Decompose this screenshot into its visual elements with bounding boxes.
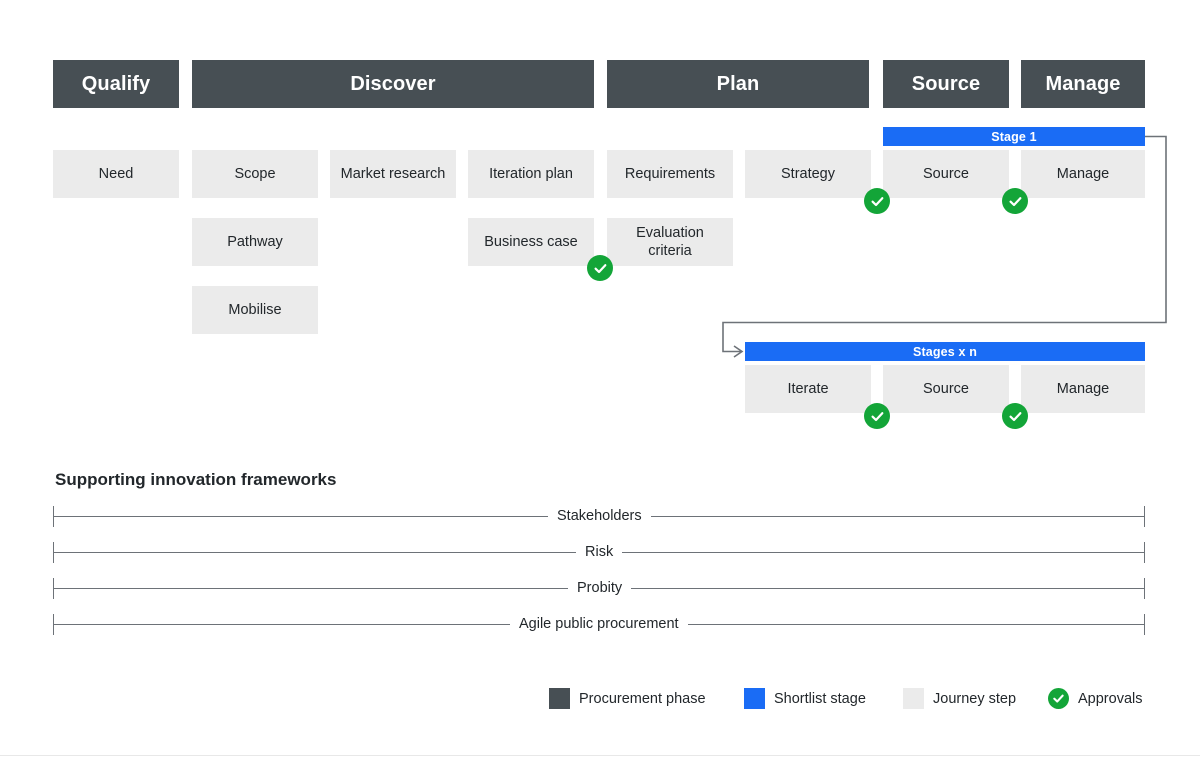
journey-step-label: Need [98,166,134,182]
phase-source[interactable]: Source [883,60,1009,108]
journey-step-label: Iterate [787,381,829,397]
legend-swatch [744,688,765,709]
journey-step-label: Iteration plan [489,166,573,182]
journey-step-manage[interactable]: Manage [1021,150,1145,198]
framework-cap-left [53,578,54,599]
legend-approval-check-icon [1048,688,1069,709]
journey-step-label: Manage [1056,166,1110,182]
framework-label: Stakeholders [548,506,651,527]
framework-row-stakeholders: Stakeholders [53,506,1145,528]
legend-label: Procurement phase [579,690,706,707]
legend-swatch [903,688,924,709]
journey-step-business-case[interactable]: Business case [468,218,594,266]
legend-label: Shortlist stage [774,690,866,707]
framework-cap-right [1144,614,1145,635]
framework-row-agile-public-procurement: Agile public procurement [53,614,1145,636]
framework-cap-left [53,542,54,563]
frameworks-section-title: Supporting innovation frameworks [55,470,337,489]
journey-step-manage[interactable]: Manage [1021,365,1145,413]
journey-step-label: Source [923,166,969,182]
shortlist-bar-label: Stage 1 [991,129,1037,144]
journey-step-market-research[interactable]: Market research [330,150,456,198]
framework-label: Agile public procurement [510,614,688,635]
approval-stage1-source-check-icon[interactable] [1002,188,1028,214]
framework-cap-left [53,614,54,635]
phase-label: Manage [1045,72,1121,95]
approval-stagesn-source-check-icon[interactable] [1002,403,1028,429]
phase-label: Source [911,72,981,95]
journey-step-source[interactable]: Source [883,365,1009,413]
approval-strategy-check-icon[interactable] [864,188,890,214]
shortlist-bar-label: Stages x n [912,344,978,359]
journey-step-label: Business case [484,234,578,250]
framework-row-probity: Probity [53,578,1145,600]
phase-label: Qualify [81,72,151,95]
legend-item-journey-step[interactable]: Journey step [903,688,1016,709]
framework-cap-left [53,506,54,527]
framework-row-risk: Risk [53,542,1145,564]
shortlist-bar-stages-x-n[interactable]: Stages x n [745,342,1145,361]
journey-step-label: Mobilise [228,302,282,318]
journey-step-mobilise[interactable]: Mobilise [192,286,318,334]
footer-divider [0,755,1200,756]
framework-label: Probity [568,578,632,599]
phase-label: Plan [716,72,760,95]
journey-step-label: Requirements [624,166,716,182]
journey-step-label: Scope [234,166,276,182]
phase-discover[interactable]: Discover [192,60,594,108]
legend-item-shortlist-stage[interactable]: Shortlist stage [744,688,866,709]
journey-step-label: Market research [340,166,446,182]
journey-step-evaluation-criteria[interactable]: Evaluation criteria [607,218,733,266]
legend-item-procurement-phase[interactable]: Procurement phase [549,688,706,709]
journey-step-need[interactable]: Need [53,150,179,198]
journey-step-iteration-plan[interactable]: Iteration plan [468,150,594,198]
journey-step-iterate[interactable]: Iterate [745,365,871,413]
shortlist-bar-stage-1[interactable]: Stage 1 [883,127,1145,146]
phase-manage[interactable]: Manage [1021,60,1145,108]
framework-cap-right [1144,542,1145,563]
legend-swatch [549,688,570,709]
journey-step-label: Strategy [781,166,835,182]
journey-step-scope[interactable]: Scope [192,150,318,198]
phase-qualify[interactable]: Qualify [53,60,179,108]
journey-step-label: Manage [1056,381,1110,397]
framework-cap-right [1144,578,1145,599]
journey-step-label: Pathway [227,234,283,250]
framework-cap-right [1144,506,1145,527]
legend-label: Approvals [1078,690,1143,707]
legend-label: Journey step [933,690,1017,707]
journey-step-requirements[interactable]: Requirements [607,150,733,198]
approval-iterate-check-icon[interactable] [864,403,890,429]
framework-label: Risk [576,542,623,563]
phase-label: Discover [350,72,436,95]
journey-step-label: Source [923,381,969,397]
journey-step-source[interactable]: Source [883,150,1009,198]
phase-plan[interactable]: Plan [607,60,869,108]
journey-step-label: Evaluation criteria [636,225,704,259]
approval-business-case-check-icon[interactable] [587,255,613,281]
journey-step-strategy[interactable]: Strategy [745,150,871,198]
legend-item-approvals[interactable]: Approvals [1048,688,1142,709]
journey-step-pathway[interactable]: Pathway [192,218,318,266]
